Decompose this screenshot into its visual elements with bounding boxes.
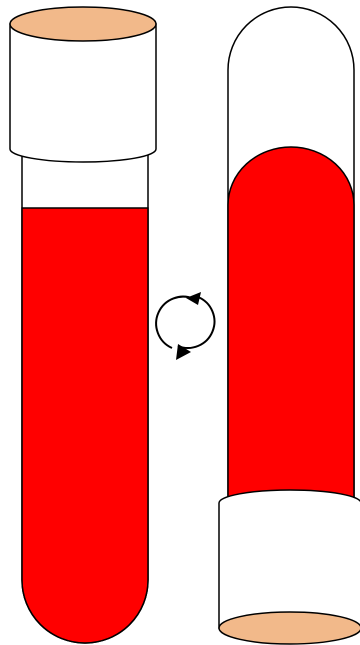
rotate-arrowhead-top [186,292,201,305]
upright-tube-cap [10,24,156,162]
upright-tube-blood [22,208,148,643]
upright-tube-cap-top [10,7,156,41]
inverted-tube-cap [219,490,360,628]
inverted-tube-cap-bottom [219,612,360,644]
rotate-arrows-icon [156,292,214,360]
rotate-arrowhead-bottom [176,344,191,360]
inverted-tube [219,7,360,644]
rotate-arrow-bottom [178,297,214,348]
inverted-tube-blood [228,147,354,500]
upright-tube [10,7,156,643]
rotate-arrow-top [156,297,194,348]
